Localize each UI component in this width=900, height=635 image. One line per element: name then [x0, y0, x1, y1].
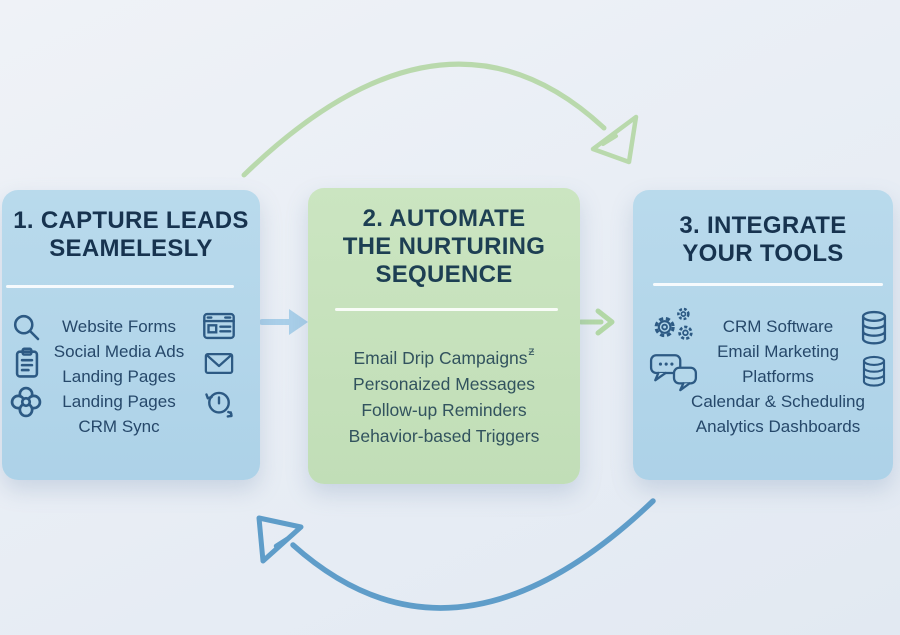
- card3-item-list: CRM Software Email Marketing Platforms C…: [683, 314, 873, 439]
- list-item: CRM Software: [722, 317, 834, 336]
- chat-bubbles-icon: [649, 352, 699, 396]
- browser-window-icon: [202, 312, 236, 340]
- search-icon: [10, 311, 42, 343]
- list-item: Website Forms: [62, 317, 176, 336]
- clock-refresh-icon: [203, 386, 235, 418]
- card2-title-line3: SEQUENCE: [375, 261, 513, 288]
- envelope-icon: [204, 352, 234, 375]
- list-item: Personaized Messages: [353, 373, 535, 394]
- card1-divider: [6, 285, 234, 288]
- card-integrate-tools: 3. INTEGRATE YOUR TOOLS CRM Software Ema…: [633, 190, 893, 480]
- card3-divider: [653, 283, 883, 286]
- database-icon: [858, 310, 890, 346]
- list-item: Landing Pages: [62, 392, 176, 411]
- card2-title-line2: THE NURTURING: [342, 233, 546, 260]
- card1-title-line1: 1. CAPTURE LEADS: [13, 207, 249, 234]
- list-item: Email Drip Campaignsƶ: [353, 344, 535, 368]
- list-item: Analytics Dashboards: [695, 417, 861, 436]
- list-item: CRM Sync: [78, 417, 160, 436]
- clover-icon: [8, 384, 44, 420]
- card2-item-list: Email Drip Campaignsƶ Personaized Messag…: [308, 340, 580, 449]
- card2-title: 2. AUTOMATE THE NURTURING SEQUENCE: [308, 205, 580, 289]
- list-item: Landing Pages: [62, 367, 176, 386]
- gears-icon: [649, 304, 699, 348]
- database-icon: [859, 355, 889, 388]
- list-item: Social Media Ads: [53, 342, 185, 361]
- card2-title-line1: 2. AUTOMATE: [362, 205, 526, 232]
- card3-title: 3. INTEGRATE YOUR TOOLS: [633, 212, 893, 268]
- card1-item-list: Website Forms Social Media Ads Landing P…: [36, 314, 202, 439]
- card3-title-line2: YOUR TOOLS: [682, 240, 844, 267]
- card-capture-leads: 1. CAPTURE LEADS SEAMELESLY Website Form…: [2, 190, 260, 480]
- superscript-glyph: ƶ: [528, 344, 535, 358]
- list-item: Follow-up Reminders: [361, 399, 527, 420]
- card1-title: 1. CAPTURE LEADS SEAMELESLY: [2, 207, 260, 263]
- list-item: Email Marketing: [717, 342, 839, 361]
- clipboard-icon: [10, 346, 44, 380]
- card3-title-line1: 3. INTEGRATE: [679, 212, 847, 239]
- list-item: Platforms: [742, 367, 814, 386]
- card-automate-nurturing: 2. AUTOMATE THE NURTURING SEQUENCE Email…: [308, 188, 580, 484]
- card2-divider: [335, 308, 558, 311]
- list-item: Behavior-based Triggers: [348, 425, 540, 446]
- list-item: Calendar & Scheduling: [691, 392, 865, 411]
- card1-title-line2: SEAMELESLY: [49, 235, 213, 262]
